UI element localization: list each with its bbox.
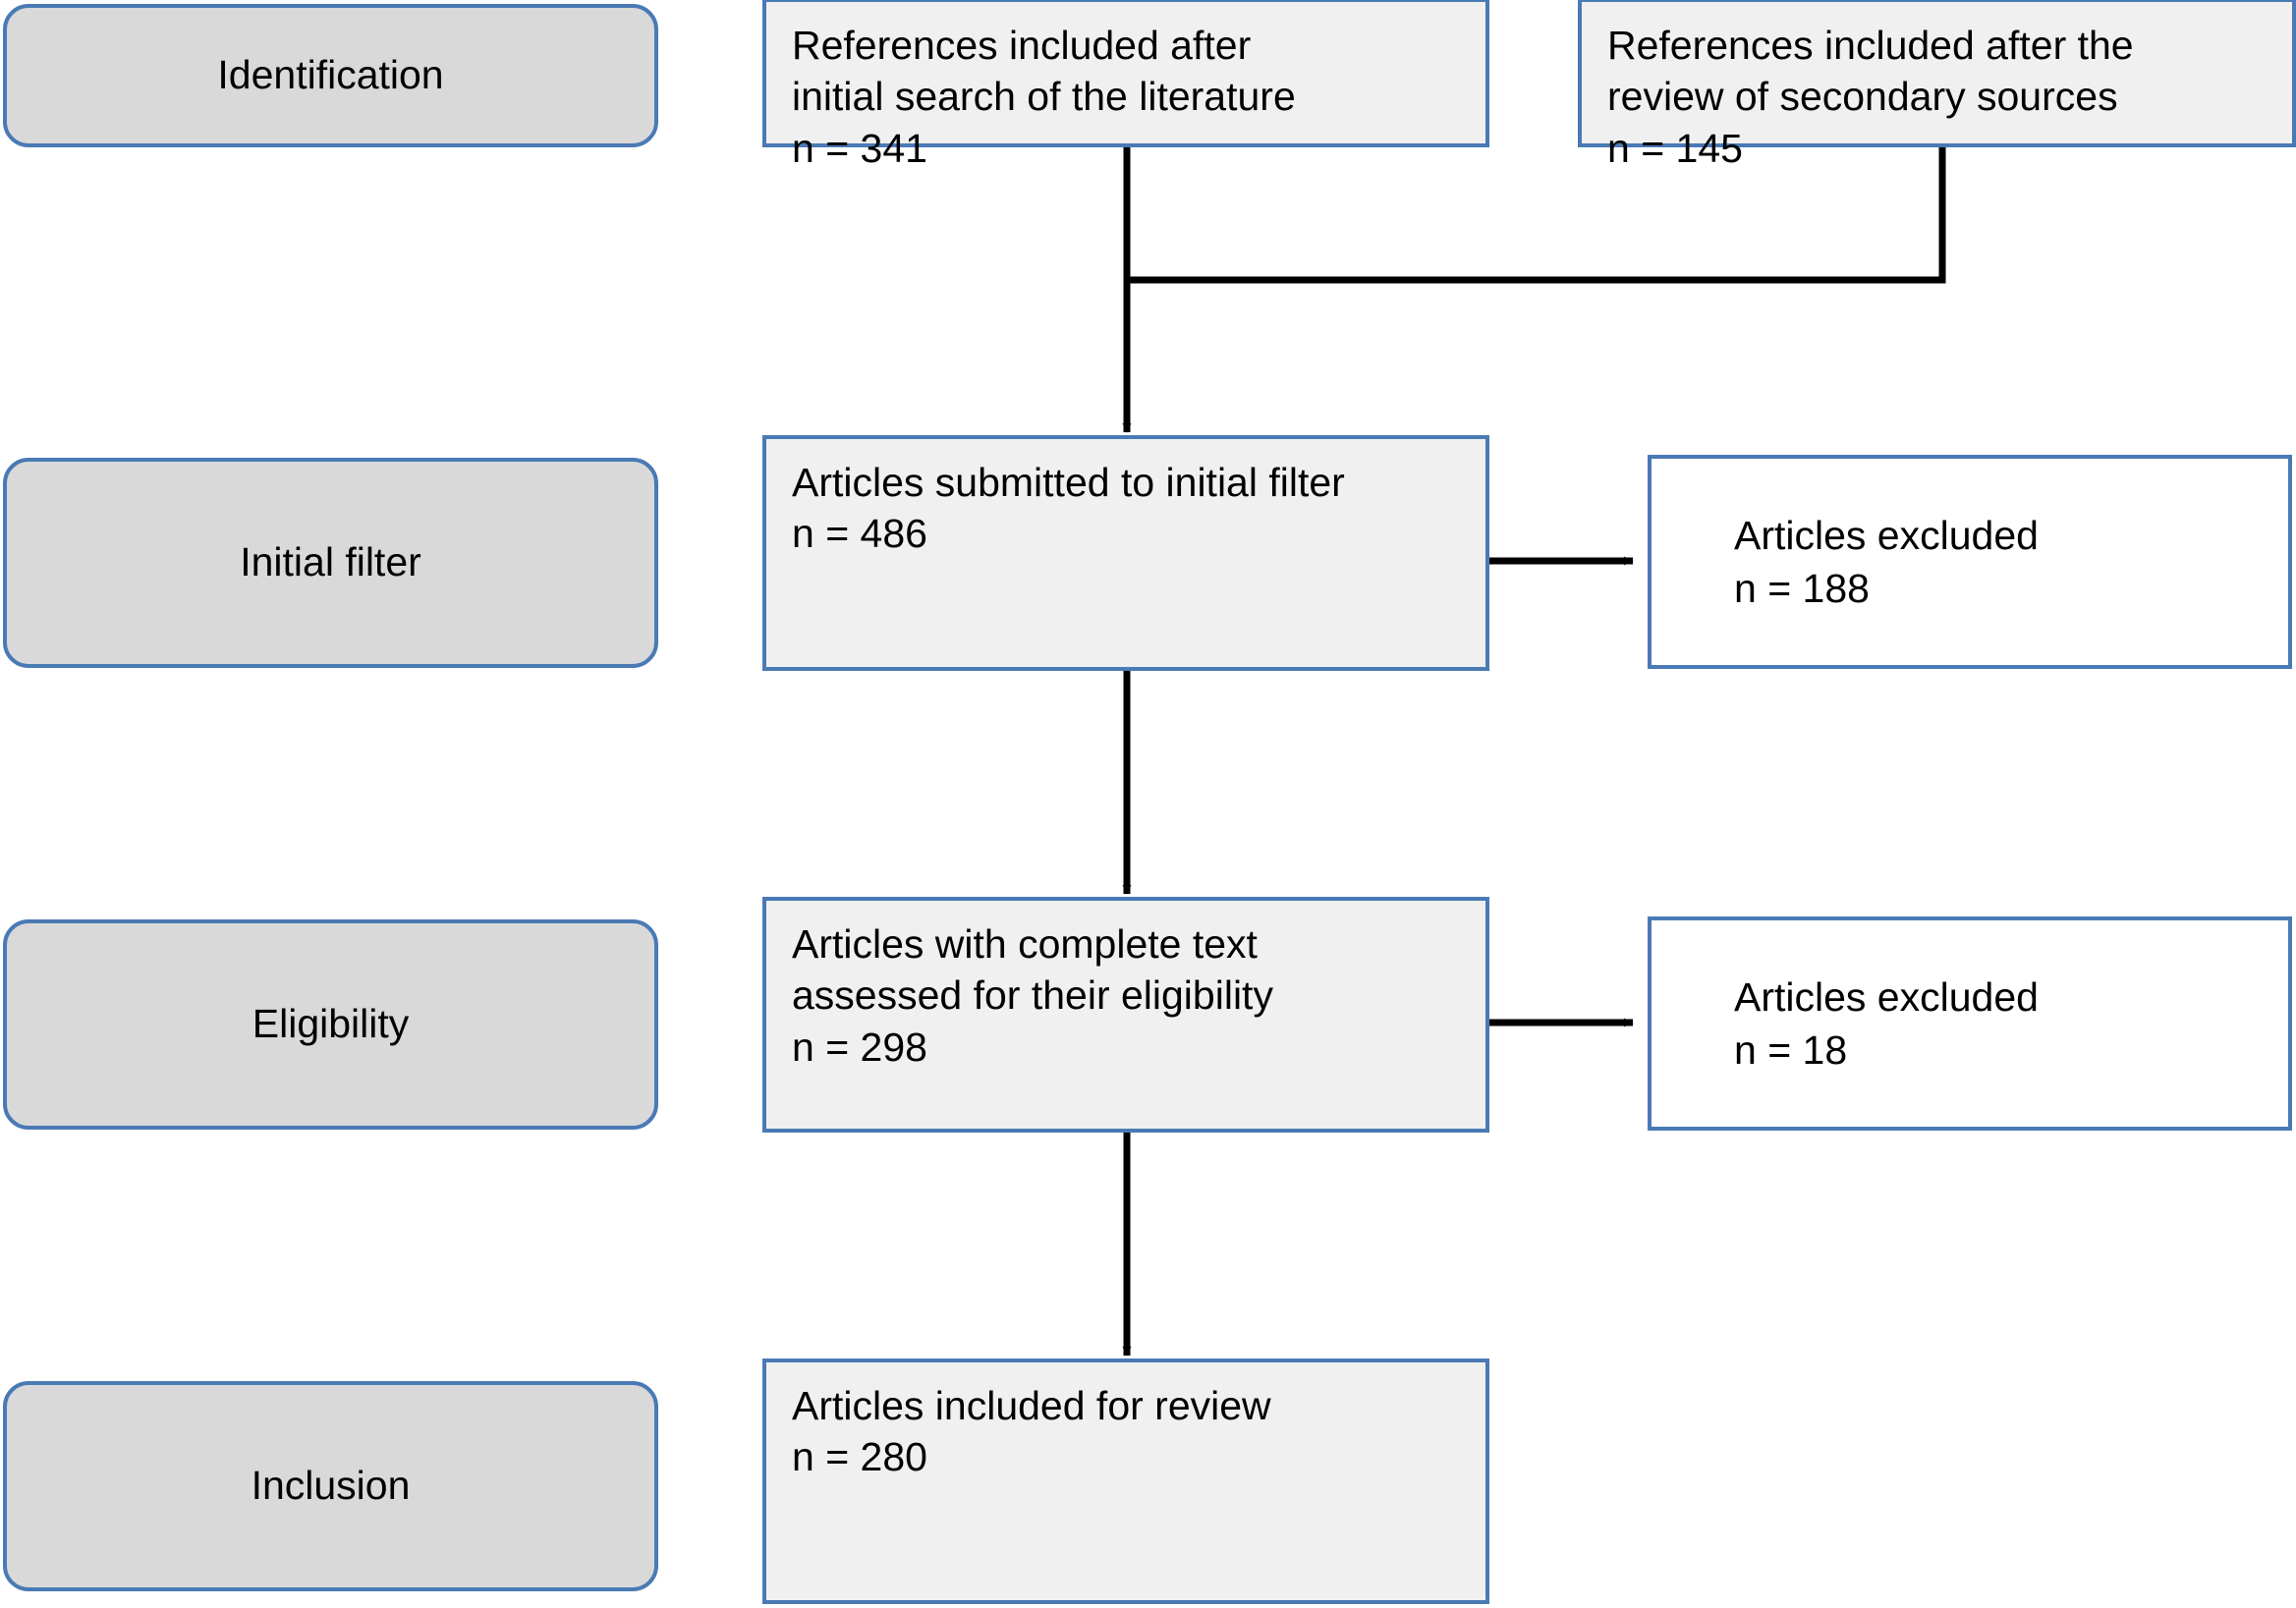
excluded-label: Articles excluded [1734,512,2039,558]
excluded-count: n = 18 [1734,1027,1848,1073]
stage-identification: Identification [3,4,658,147]
stage-label: Identification [217,52,444,98]
step-line-2: n = 486 [792,511,927,557]
excluded-box-eligibility: Articles excluded n = 18 [1648,916,2292,1131]
source-line-1: References included after the [1607,23,2134,68]
stage-inclusion: Inclusion [3,1381,658,1591]
step-box-complete-text-assessed: Articles with complete text assessed for… [762,897,1489,1133]
step-box-included-for-review: Articles included for review n = 280 [762,1358,1489,1604]
merge-connector [1122,147,1946,433]
step-line-1: Articles with complete text [792,921,1258,967]
excluded-label: Articles excluded [1734,973,2039,1020]
step-line-3: n = 298 [792,1024,927,1070]
source-line-2: review of secondary sources [1607,74,2118,120]
source-line-2: initial search of the literature [792,74,1296,120]
source-line-1: References included after [792,23,1252,68]
excluded-box-initial-filter: Articles excluded n = 188 [1648,455,2292,669]
source-box-initial-search: References included after initial search… [762,0,1489,171]
stage-initial-filter: Initial filter [3,458,658,668]
stage-label: Initial filter [240,539,421,585]
source-count: n = 341 [792,125,927,171]
stage-eligibility: Eligibility [3,919,658,1130]
step-line-1: Articles submitted to initial filter [792,460,1345,505]
step-box-submitted-initial-filter: Articles submitted to initial filter n =… [762,435,1489,671]
step-line-1: Articles included for review [792,1383,1271,1428]
step-line-2: n = 280 [792,1434,927,1480]
excluded-count: n = 188 [1734,566,1870,611]
step-line-2: assessed for their eligibility [792,972,1273,1019]
stage-label: Inclusion [251,1463,411,1509]
source-box-secondary-sources: References included after the review of … [1578,0,2296,171]
source-count: n = 145 [1607,125,1743,171]
stage-label: Eligibility [252,1001,410,1047]
